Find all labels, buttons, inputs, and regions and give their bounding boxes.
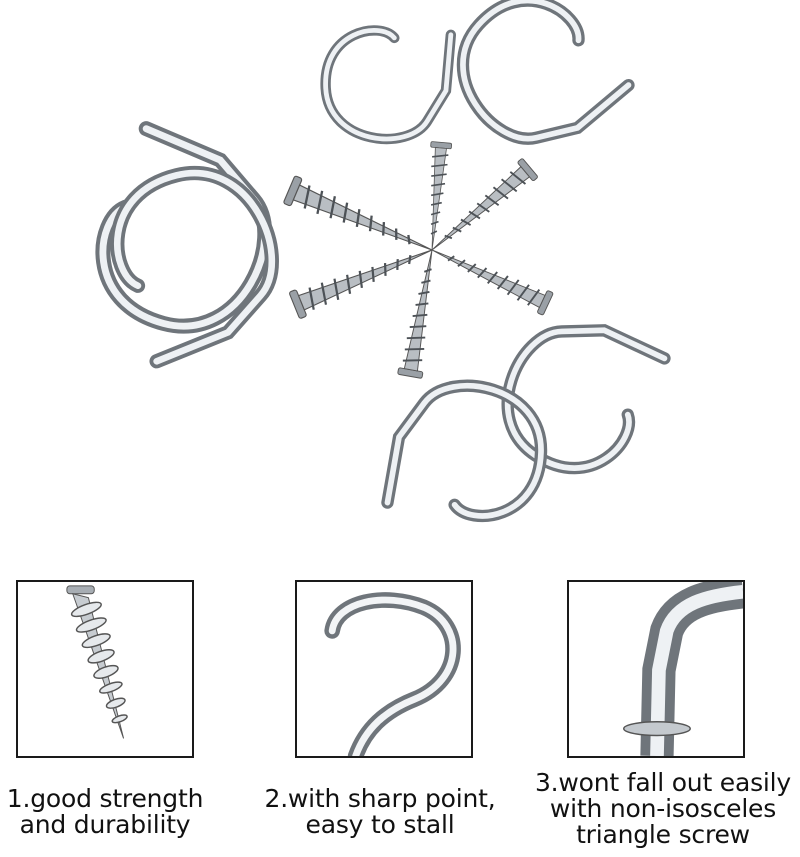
feature-caption-sharp-point: 2.with sharp point, easy to stall: [250, 786, 510, 838]
detail-panel-bend: [567, 580, 745, 758]
feature-caption-secure: 3.wont fall out easily with non-isoscele…: [526, 770, 800, 848]
detail-panel-thread: [16, 580, 194, 758]
caption-line: and durability: [19, 810, 191, 839]
hook-curve-icon: [324, 592, 461, 756]
caption-line: 2.with sharp point,: [264, 784, 496, 813]
caption-line: triangle screw: [576, 820, 750, 849]
caption-line: 1.good strength: [6, 784, 204, 813]
hook-bend-icon: [623, 582, 743, 756]
caption-line: easy to stall: [305, 810, 455, 839]
caption-line: 3.wont fall out easily: [534, 768, 792, 797]
detail-panel-hook: [295, 580, 473, 758]
feature-caption-strength: 1.good strength and durability: [0, 786, 210, 838]
screw-thread-icon: [66, 585, 128, 739]
hero-hooks-image: [0, 0, 800, 570]
caption-line: with non-isosceles: [549, 794, 777, 823]
